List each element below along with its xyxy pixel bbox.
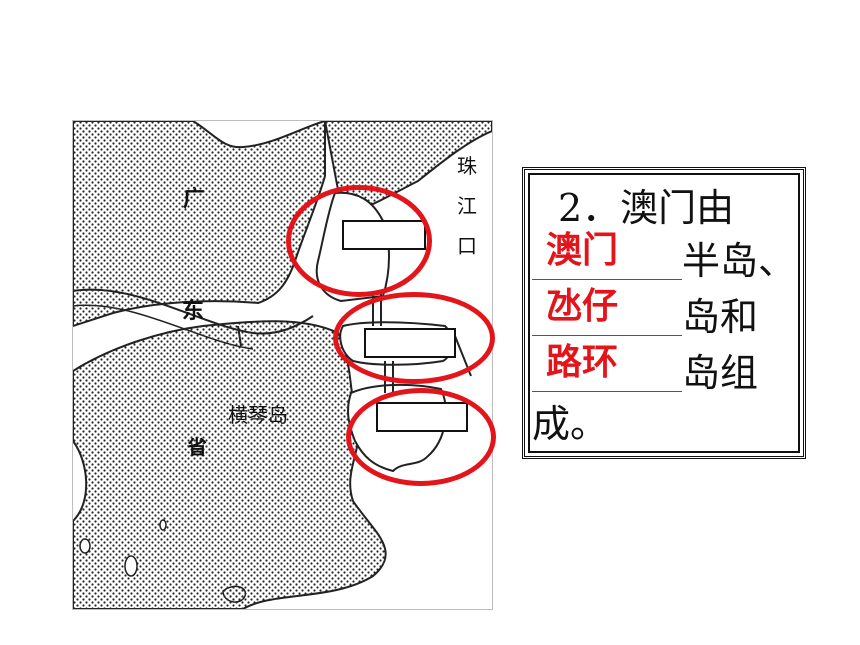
question-line-4: 路环 岛组 <box>532 345 759 395</box>
highlight-ring-taipa <box>333 292 495 384</box>
hengqin-land <box>73 320 387 609</box>
question-line-1: 2．澳门由 <box>558 186 735 230</box>
suffix-2: 岛和 <box>682 295 759 339</box>
mainland-land <box>73 121 326 328</box>
suffix-3: 岛组 <box>682 351 759 395</box>
map-label-hengqin: 横琴岛 <box>228 403 288 427</box>
answer-blank-2[interactable]: 氹仔 <box>532 289 682 336</box>
islet <box>79 538 91 554</box>
suffix-1: 半岛、 <box>682 239 797 283</box>
answer-blank-3[interactable]: 路环 <box>532 345 682 392</box>
question-card: 2．澳门由 澳门 半岛、 氹仔 岛和 路环 岛组 成。 <box>522 167 806 459</box>
question-line-3: 氹仔 岛和 <box>532 289 759 339</box>
river-channel <box>73 288 314 335</box>
answer-taipa: 氹仔 <box>546 286 619 327</box>
answer-macau: 澳门 <box>546 230 619 271</box>
islet <box>159 519 167 531</box>
map-label-dong: 东 <box>182 299 205 324</box>
highlight-ring-macau <box>286 185 432 297</box>
highlight-ring-coloane <box>346 388 496 486</box>
river-channel-2 <box>73 304 254 350</box>
question-card-border: 2．澳门由 澳门 半岛、 氹仔 岛和 路环 岛组 成。 <box>528 173 800 453</box>
islet <box>124 555 138 577</box>
map-label-guang: 广 <box>183 187 206 212</box>
question-line-2: 澳门 半岛、 <box>532 233 797 283</box>
map-label-sheng: 省 <box>187 435 207 459</box>
answer-blank-1[interactable]: 澳门 <box>532 233 682 280</box>
map-label-jiang: 江 <box>457 194 477 218</box>
answer-coloane: 路环 <box>546 342 619 383</box>
islet <box>222 585 247 603</box>
map-label-zhu: 珠 <box>457 154 477 178</box>
map-label-kou: 口 <box>457 234 477 258</box>
question-line-5: 成。 <box>532 402 609 446</box>
